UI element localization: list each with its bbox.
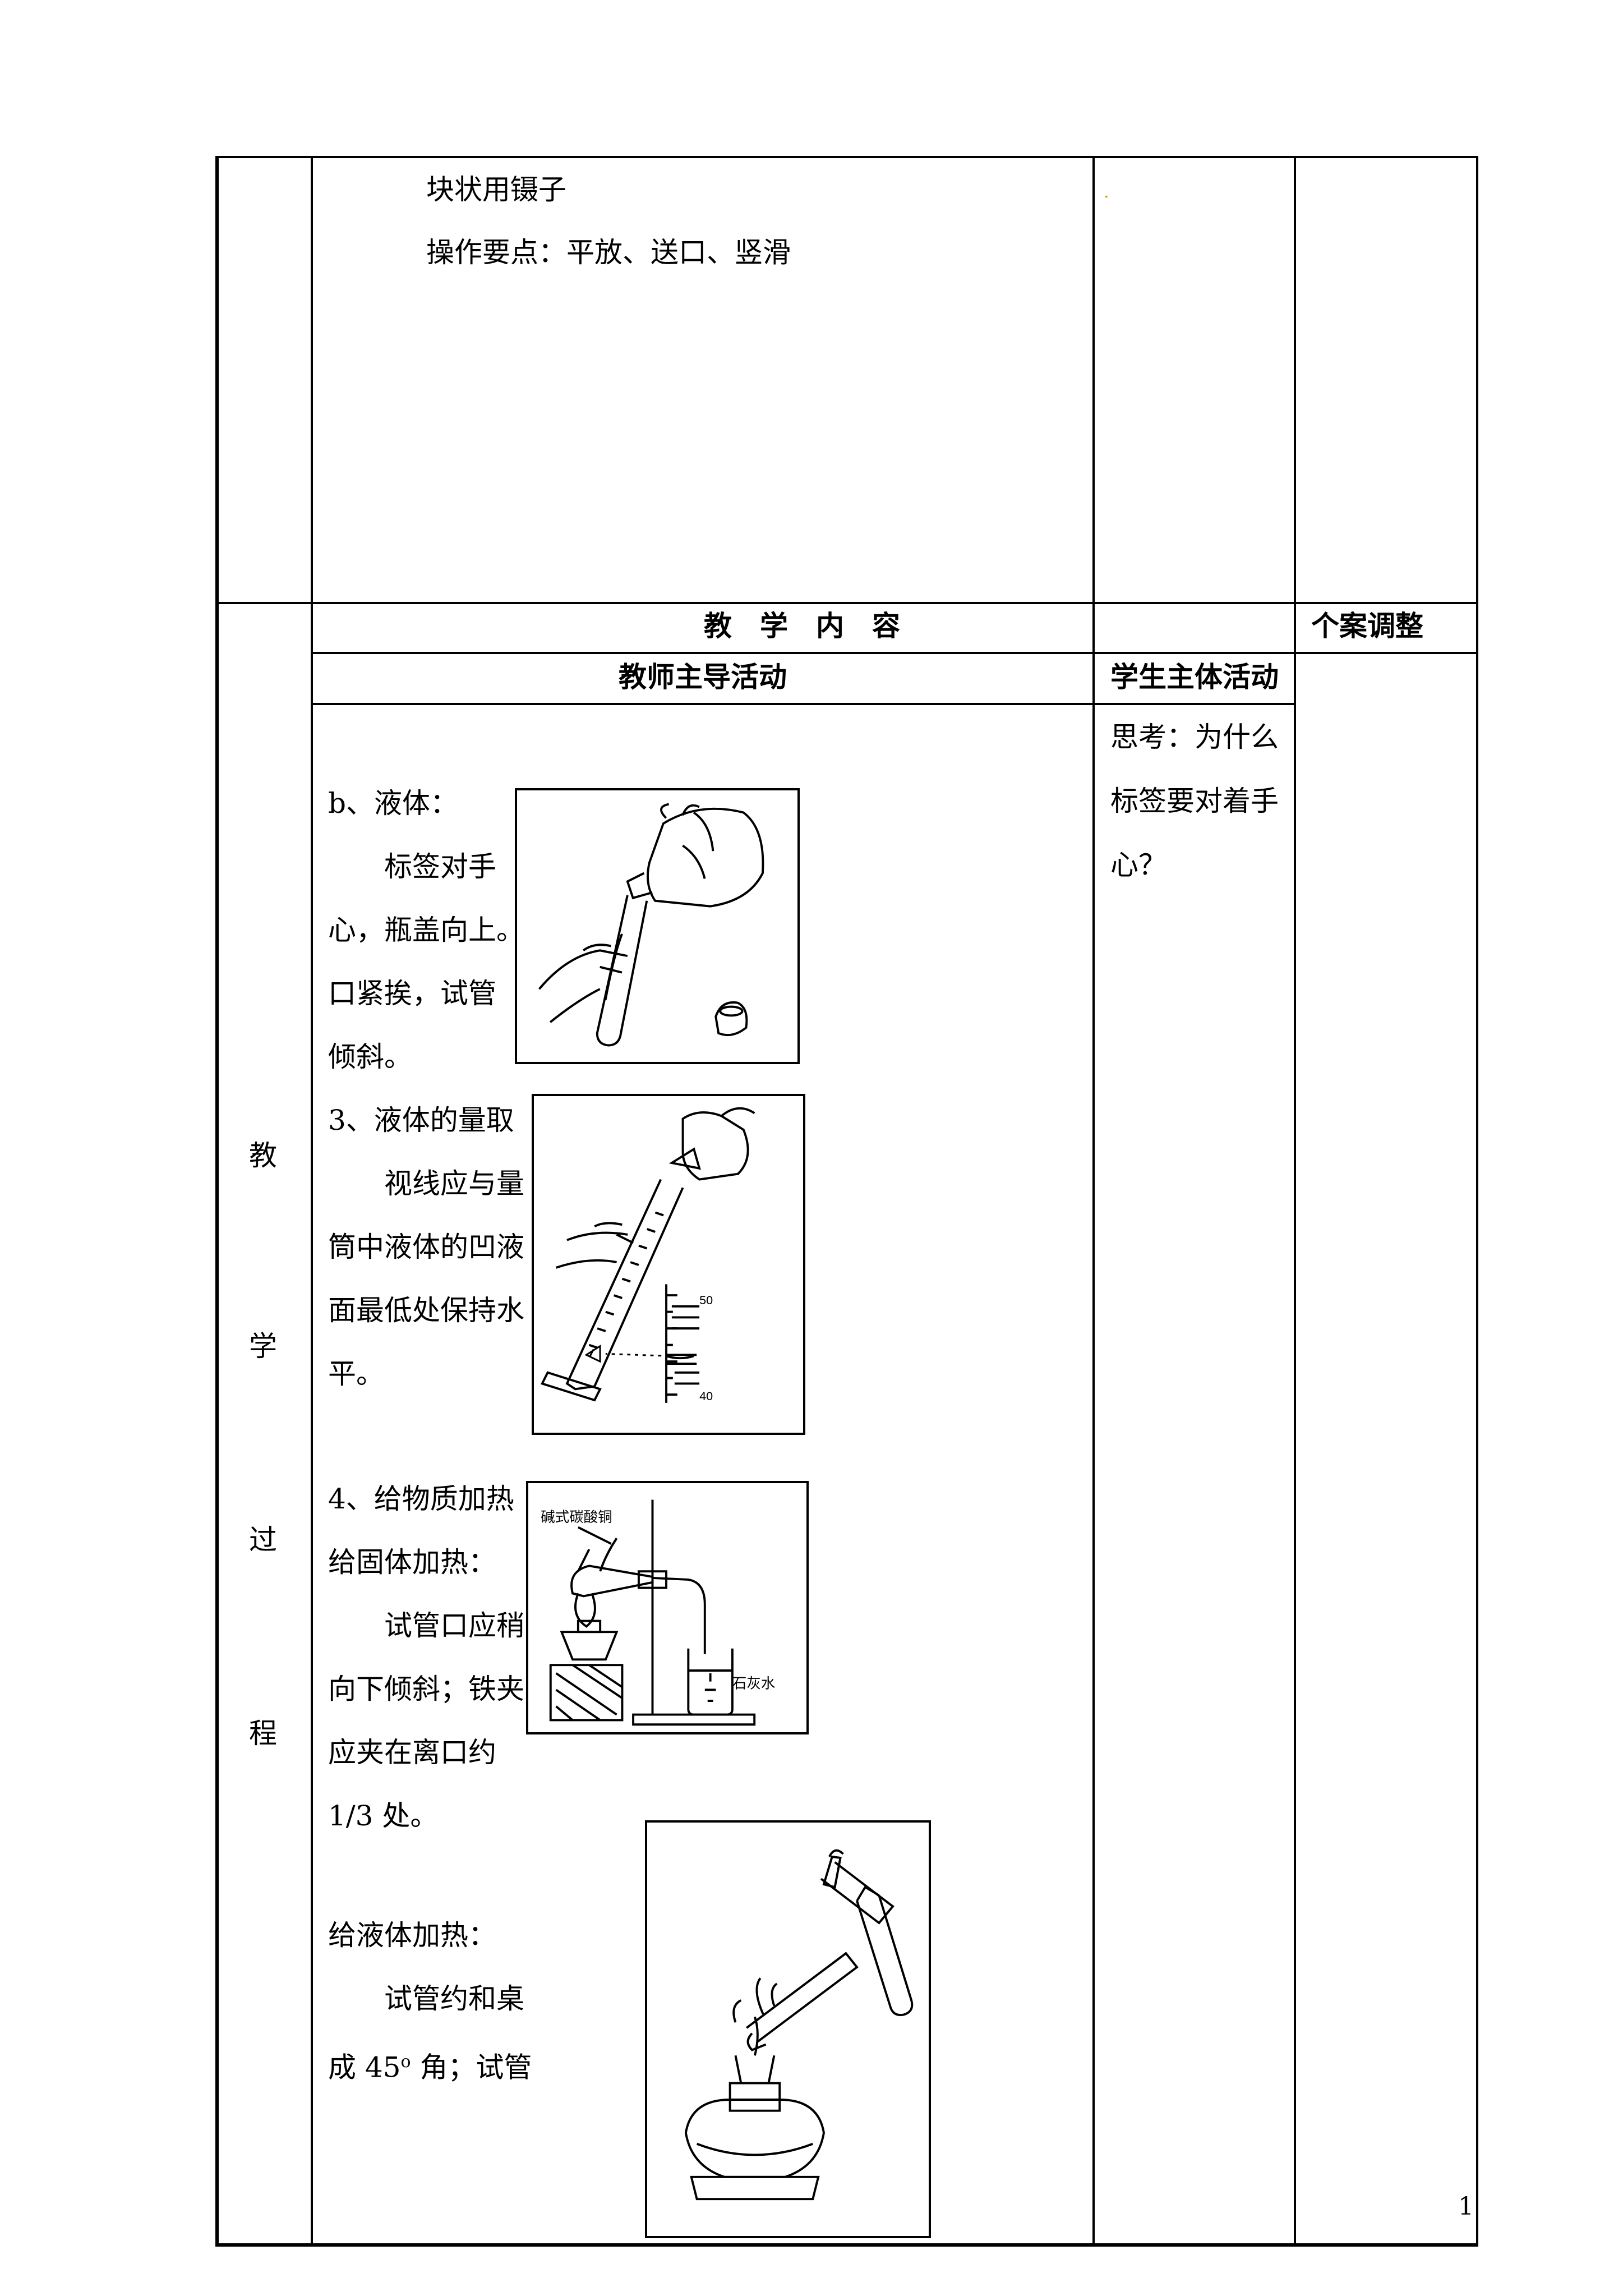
table-border-top bbox=[215, 156, 1478, 158]
heating-solid-line-3: 应夹在离口约 bbox=[328, 1736, 496, 1769]
table-col-divider-2b bbox=[1092, 652, 1095, 2247]
student-text-1: 思考：为什么 bbox=[1110, 721, 1279, 753]
table-header-divider bbox=[312, 652, 1478, 654]
heating-solid-figure: 碱式碳酸铜 石灰水 bbox=[526, 1481, 809, 1734]
measure-title: 3、液体的量取 bbox=[328, 1104, 514, 1137]
header-teaching-content: 教 学 内 容 bbox=[704, 609, 900, 642]
table-row-divider bbox=[215, 602, 1478, 604]
chem-label: 碱式碳酸铜 bbox=[541, 1509, 612, 1526]
top-cell-line-1: 块状用镊子 bbox=[426, 173, 566, 206]
table-border-bottom bbox=[215, 2243, 1478, 2247]
liquid-line-1: 标签对手 bbox=[328, 850, 496, 883]
liquid-line-4: 倾斜。 bbox=[328, 1041, 412, 1073]
page-number: 1 bbox=[1458, 2192, 1474, 2221]
heating-liquid-line-2: 成 45o 角；试管 bbox=[328, 2045, 532, 2085]
heating-liquid-title: 给液体加热： bbox=[328, 1919, 496, 1952]
scale-bottom-label: 40 bbox=[699, 1389, 713, 1403]
student-text-3: 心？ bbox=[1110, 849, 1166, 881]
water-label: 石灰水 bbox=[732, 1675, 776, 1692]
student-text-2: 标签要对着手 bbox=[1110, 785, 1279, 817]
side-label-1: 教 bbox=[249, 1139, 277, 1172]
header-teacher-activity: 教师主导活动 bbox=[619, 660, 787, 693]
measuring-cylinder-illustration: 50 40 bbox=[540, 1107, 755, 1403]
heating-liquid-illustration bbox=[684, 1849, 914, 2201]
table-border-right bbox=[1476, 156, 1478, 2247]
heating-liquid-line-1: 试管约和桌 bbox=[328, 1982, 524, 2015]
table-border-left bbox=[215, 156, 219, 2247]
pour-liquid-illustration bbox=[538, 803, 764, 1047]
stray-mark: . bbox=[1104, 182, 1109, 202]
heating-solid-illustration: 碱式碳酸铜 石灰水 bbox=[541, 1499, 776, 1726]
heating-solid-line-1: 试管口应稍 bbox=[328, 1609, 524, 1642]
measuring-cylinder-figure: 50 40 bbox=[532, 1094, 805, 1435]
scale-top-label: 50 bbox=[699, 1293, 713, 1307]
measure-line-4: 平。 bbox=[328, 1358, 384, 1390]
top-cell-line-2: 操作要点：平放、送口、竖滑 bbox=[426, 236, 791, 269]
heating-solid-line-4: 1/3 处。 bbox=[328, 1800, 439, 1832]
angle-text-pre: 成 45 bbox=[328, 2051, 401, 2084]
measure-line-3: 面最低处保持水 bbox=[328, 1294, 524, 1327]
liquid-line-3: 口紧挨，试管 bbox=[328, 977, 496, 1010]
heating-title: 4、给物质加热 bbox=[328, 1483, 514, 1515]
header-student-activity: 学生主体活动 bbox=[1110, 660, 1279, 693]
side-label-2: 学 bbox=[249, 1330, 277, 1363]
liquid-title: b、液体： bbox=[328, 787, 459, 820]
heating-solid-title: 给固体加热： bbox=[328, 1546, 496, 1579]
table-subheader-divider bbox=[312, 703, 1296, 705]
measure-line-2: 筒中液体的凹液 bbox=[328, 1231, 524, 1263]
liquid-line-2: 心，瓶盖向上。 bbox=[328, 914, 524, 946]
header-individual-adjust: 个案调整 bbox=[1311, 609, 1423, 642]
measure-line-1: 视线应与量 bbox=[328, 1167, 524, 1200]
table-col-divider-2 bbox=[1092, 156, 1095, 652]
side-label-4: 程 bbox=[249, 1717, 277, 1750]
pour-liquid-figure bbox=[515, 788, 800, 1064]
angle-text-post: 角；试管 bbox=[411, 2051, 532, 2084]
side-label-3: 过 bbox=[249, 1524, 277, 1556]
table-col-divider-1 bbox=[311, 156, 313, 2247]
table-col-divider-3 bbox=[1294, 156, 1296, 2247]
angle-degree-sup: o bbox=[400, 2052, 411, 2072]
heating-liquid-figure bbox=[645, 1820, 931, 2238]
heating-solid-line-2: 向下倾斜；铁夹 bbox=[328, 1673, 524, 1705]
